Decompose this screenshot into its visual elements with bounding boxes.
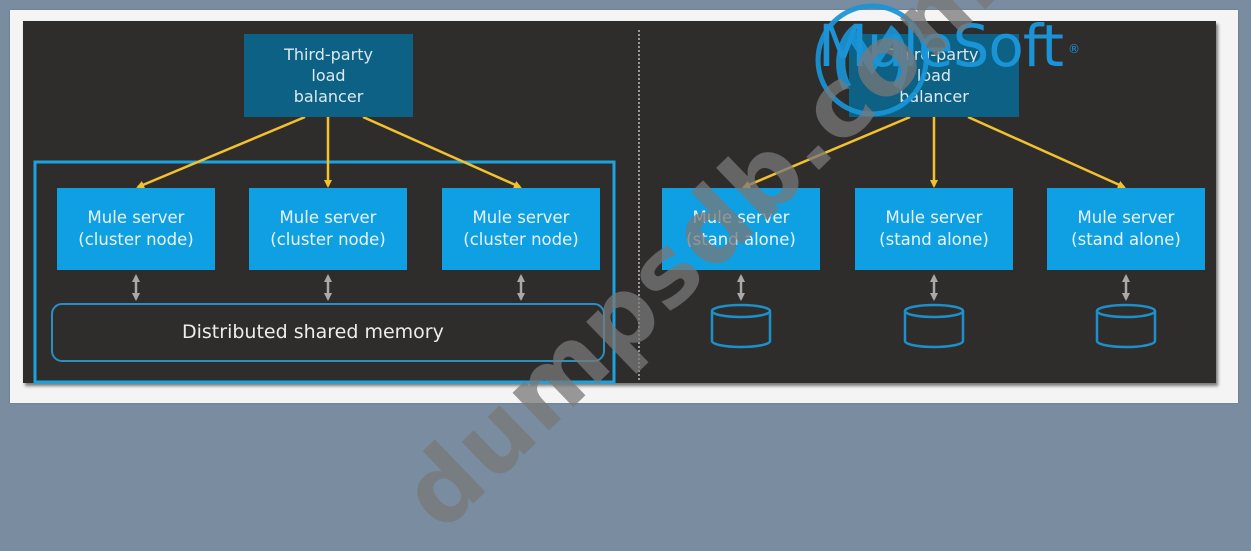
node-type: (stand alone) bbox=[1071, 230, 1181, 249]
database-icon bbox=[710, 303, 772, 349]
standalone-node-2: Mule server (stand alone) bbox=[855, 188, 1013, 270]
diagram-connectors bbox=[33, 30, 1157, 384]
standalone-node-1: Mule server (stand alone) bbox=[662, 188, 820, 270]
node-type: (stand alone) bbox=[686, 230, 796, 249]
lb-label-line1: Third-party bbox=[889, 45, 979, 64]
cluster-node-3: Mule server (cluster node) bbox=[442, 188, 600, 270]
node-type: (cluster node) bbox=[463, 230, 579, 249]
node-title: Mule server bbox=[472, 208, 570, 227]
node-type: (cluster node) bbox=[270, 230, 386, 249]
node-title: Mule server bbox=[87, 208, 185, 227]
node-title: Mule server bbox=[692, 208, 790, 227]
lb-label-line1: Third-party bbox=[284, 45, 373, 64]
lb-arrow-right-3 bbox=[967, 115, 1126, 189]
registered-mark: ® bbox=[1068, 42, 1080, 56]
lb-label-line3: balancer bbox=[293, 87, 364, 106]
cluster-boundary bbox=[33, 160, 616, 384]
node-type: (stand alone) bbox=[879, 230, 989, 249]
standalone-node-3: Mule server (stand alone) bbox=[1047, 188, 1205, 270]
node-title: Mule server bbox=[1077, 208, 1175, 227]
load-balancer-right: Third-party load balancer bbox=[849, 34, 1019, 117]
load-balancer-left: Third-party load balancer bbox=[244, 34, 413, 117]
lb-label-line2: load bbox=[311, 66, 346, 85]
shared-memory-box bbox=[51, 303, 605, 362]
node-title: Mule server bbox=[885, 208, 983, 227]
lb-arrow-left-3 bbox=[362, 115, 522, 189]
lb-arrow-right-1 bbox=[742, 115, 911, 189]
node-title: Mule server bbox=[279, 208, 377, 227]
cluster-node-1: Mule server (cluster node) bbox=[57, 188, 215, 270]
database-icon bbox=[903, 303, 965, 349]
cluster-node-2: Mule server (cluster node) bbox=[249, 188, 407, 270]
node-type: (cluster node) bbox=[78, 230, 194, 249]
database-icon bbox=[1095, 303, 1157, 349]
lb-arrow-left-1 bbox=[136, 115, 306, 189]
logo-text: MuleSoft bbox=[818, 12, 1064, 80]
mulesoft-m-icon bbox=[815, 3, 929, 117]
shared-memory-label: Distributed shared memory bbox=[182, 321, 444, 343]
